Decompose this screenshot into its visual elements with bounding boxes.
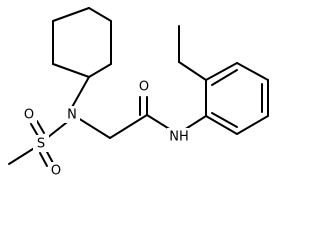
cyclohexyl-ring — [52, 7, 112, 78]
atom-label-n-amine: N — [67, 108, 77, 123]
atom-label-s-sulfonyl: S — [37, 137, 45, 152]
bond-s-o-bottom-double — [39, 149, 54, 167]
atom-label-o-carbonyl: O — [139, 80, 149, 95]
bond-nh-to-aryl — [183, 115, 207, 131]
chemical-structure-drawing: N S O O O NH — [8, 7, 269, 179]
bond-ring-to-ethyl — [178, 61, 207, 81]
atom-label-o-sulfonyl-bottom: O — [51, 164, 61, 179]
bond-s-o-top-double — [30, 120, 45, 137]
bond-ring-to-n — [70, 76, 90, 110]
benzene-ring — [205, 62, 269, 135]
bond-s-to-methyl — [8, 146, 37, 165]
bond-carbonyl-to-nh — [146, 114, 172, 131]
bond-carbonyl-double — [139, 96, 148, 116]
atom-label-nh-amide: NH — [169, 130, 189, 145]
bond-n-to-ch2 — [77, 117, 111, 139]
atom-label-o-sulfonyl-top: O — [24, 108, 34, 123]
bond-ch2-to-carbonyl — [109, 114, 148, 139]
